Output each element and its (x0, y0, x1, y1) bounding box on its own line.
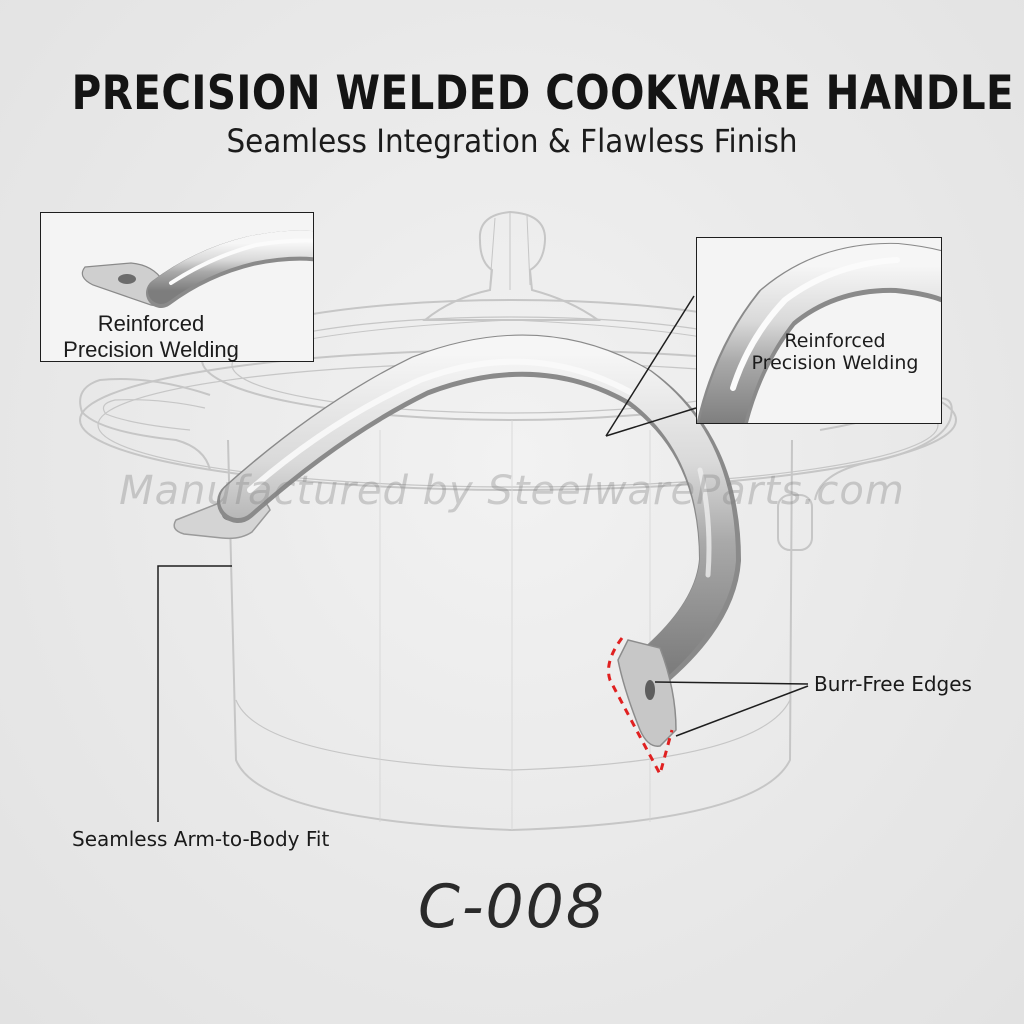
detail-inset-left: Reinforced Precision Welding (40, 212, 314, 362)
detail-left-label: Reinforced Precision Welding (41, 311, 261, 362)
detail-inset-right: Reinforced Precision Welding (696, 237, 942, 424)
burr-free-callout: Burr-Free Edges (814, 672, 972, 696)
weld-closeup-left (81, 230, 313, 308)
watermark-text: Manufactured by SteelwareParts.com (119, 468, 905, 514)
page-title: PRECISION WELDED COOKWARE HANDLE (71, 66, 1015, 121)
detail-right-label-line1: Reinforced (784, 330, 886, 352)
leader-lines (157, 295, 809, 822)
model-number: C-008 (417, 872, 607, 942)
detail-right-label: Reinforced Precision Welding (747, 330, 923, 375)
detail-right-label-line2: Precision Welding (751, 352, 919, 375)
seamless-fit-leader-line (157, 565, 232, 822)
burr-free-edge-marker (607, 637, 674, 779)
weld-leader-line (605, 407, 697, 437)
page-subtitle: Seamless Integration & Flawless Finish (226, 122, 798, 160)
main-handle (173, 334, 742, 779)
burr-free-leader-line (654, 681, 809, 685)
detail-left-label-line2: Precision Welding (63, 336, 239, 362)
detail-left-label-line1: Reinforced (97, 311, 205, 336)
seamless-fit-callout: Seamless Arm-to-Body Fit (72, 827, 330, 851)
weld-closeup-right (697, 242, 941, 423)
